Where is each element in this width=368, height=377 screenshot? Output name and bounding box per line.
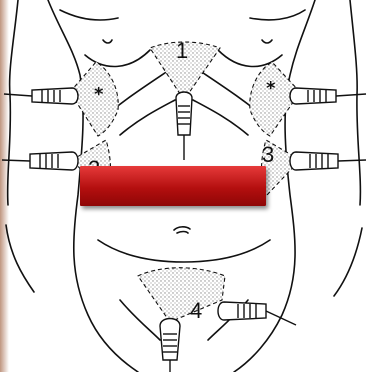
probes (2, 88, 366, 372)
ultrasound-probe-icon (160, 319, 180, 373)
redaction-bar (80, 166, 266, 206)
star-label-right: * (266, 78, 276, 99)
ultrasound-probe-icon (4, 88, 78, 104)
view-label-3: 3 (262, 142, 274, 167)
ultrasound-probe-icon (2, 152, 78, 170)
ultrasound-probe-icon (290, 152, 366, 170)
ultrasound-probe-icon (218, 302, 296, 325)
ultrasound-probe-icon (290, 88, 366, 104)
field-view-4 (138, 268, 225, 322)
star-label-left: * (94, 84, 104, 105)
ultrasound-probe-icon (176, 92, 192, 160)
view-label-4: 4 (190, 298, 202, 323)
view-label-1: 1 (176, 38, 188, 63)
